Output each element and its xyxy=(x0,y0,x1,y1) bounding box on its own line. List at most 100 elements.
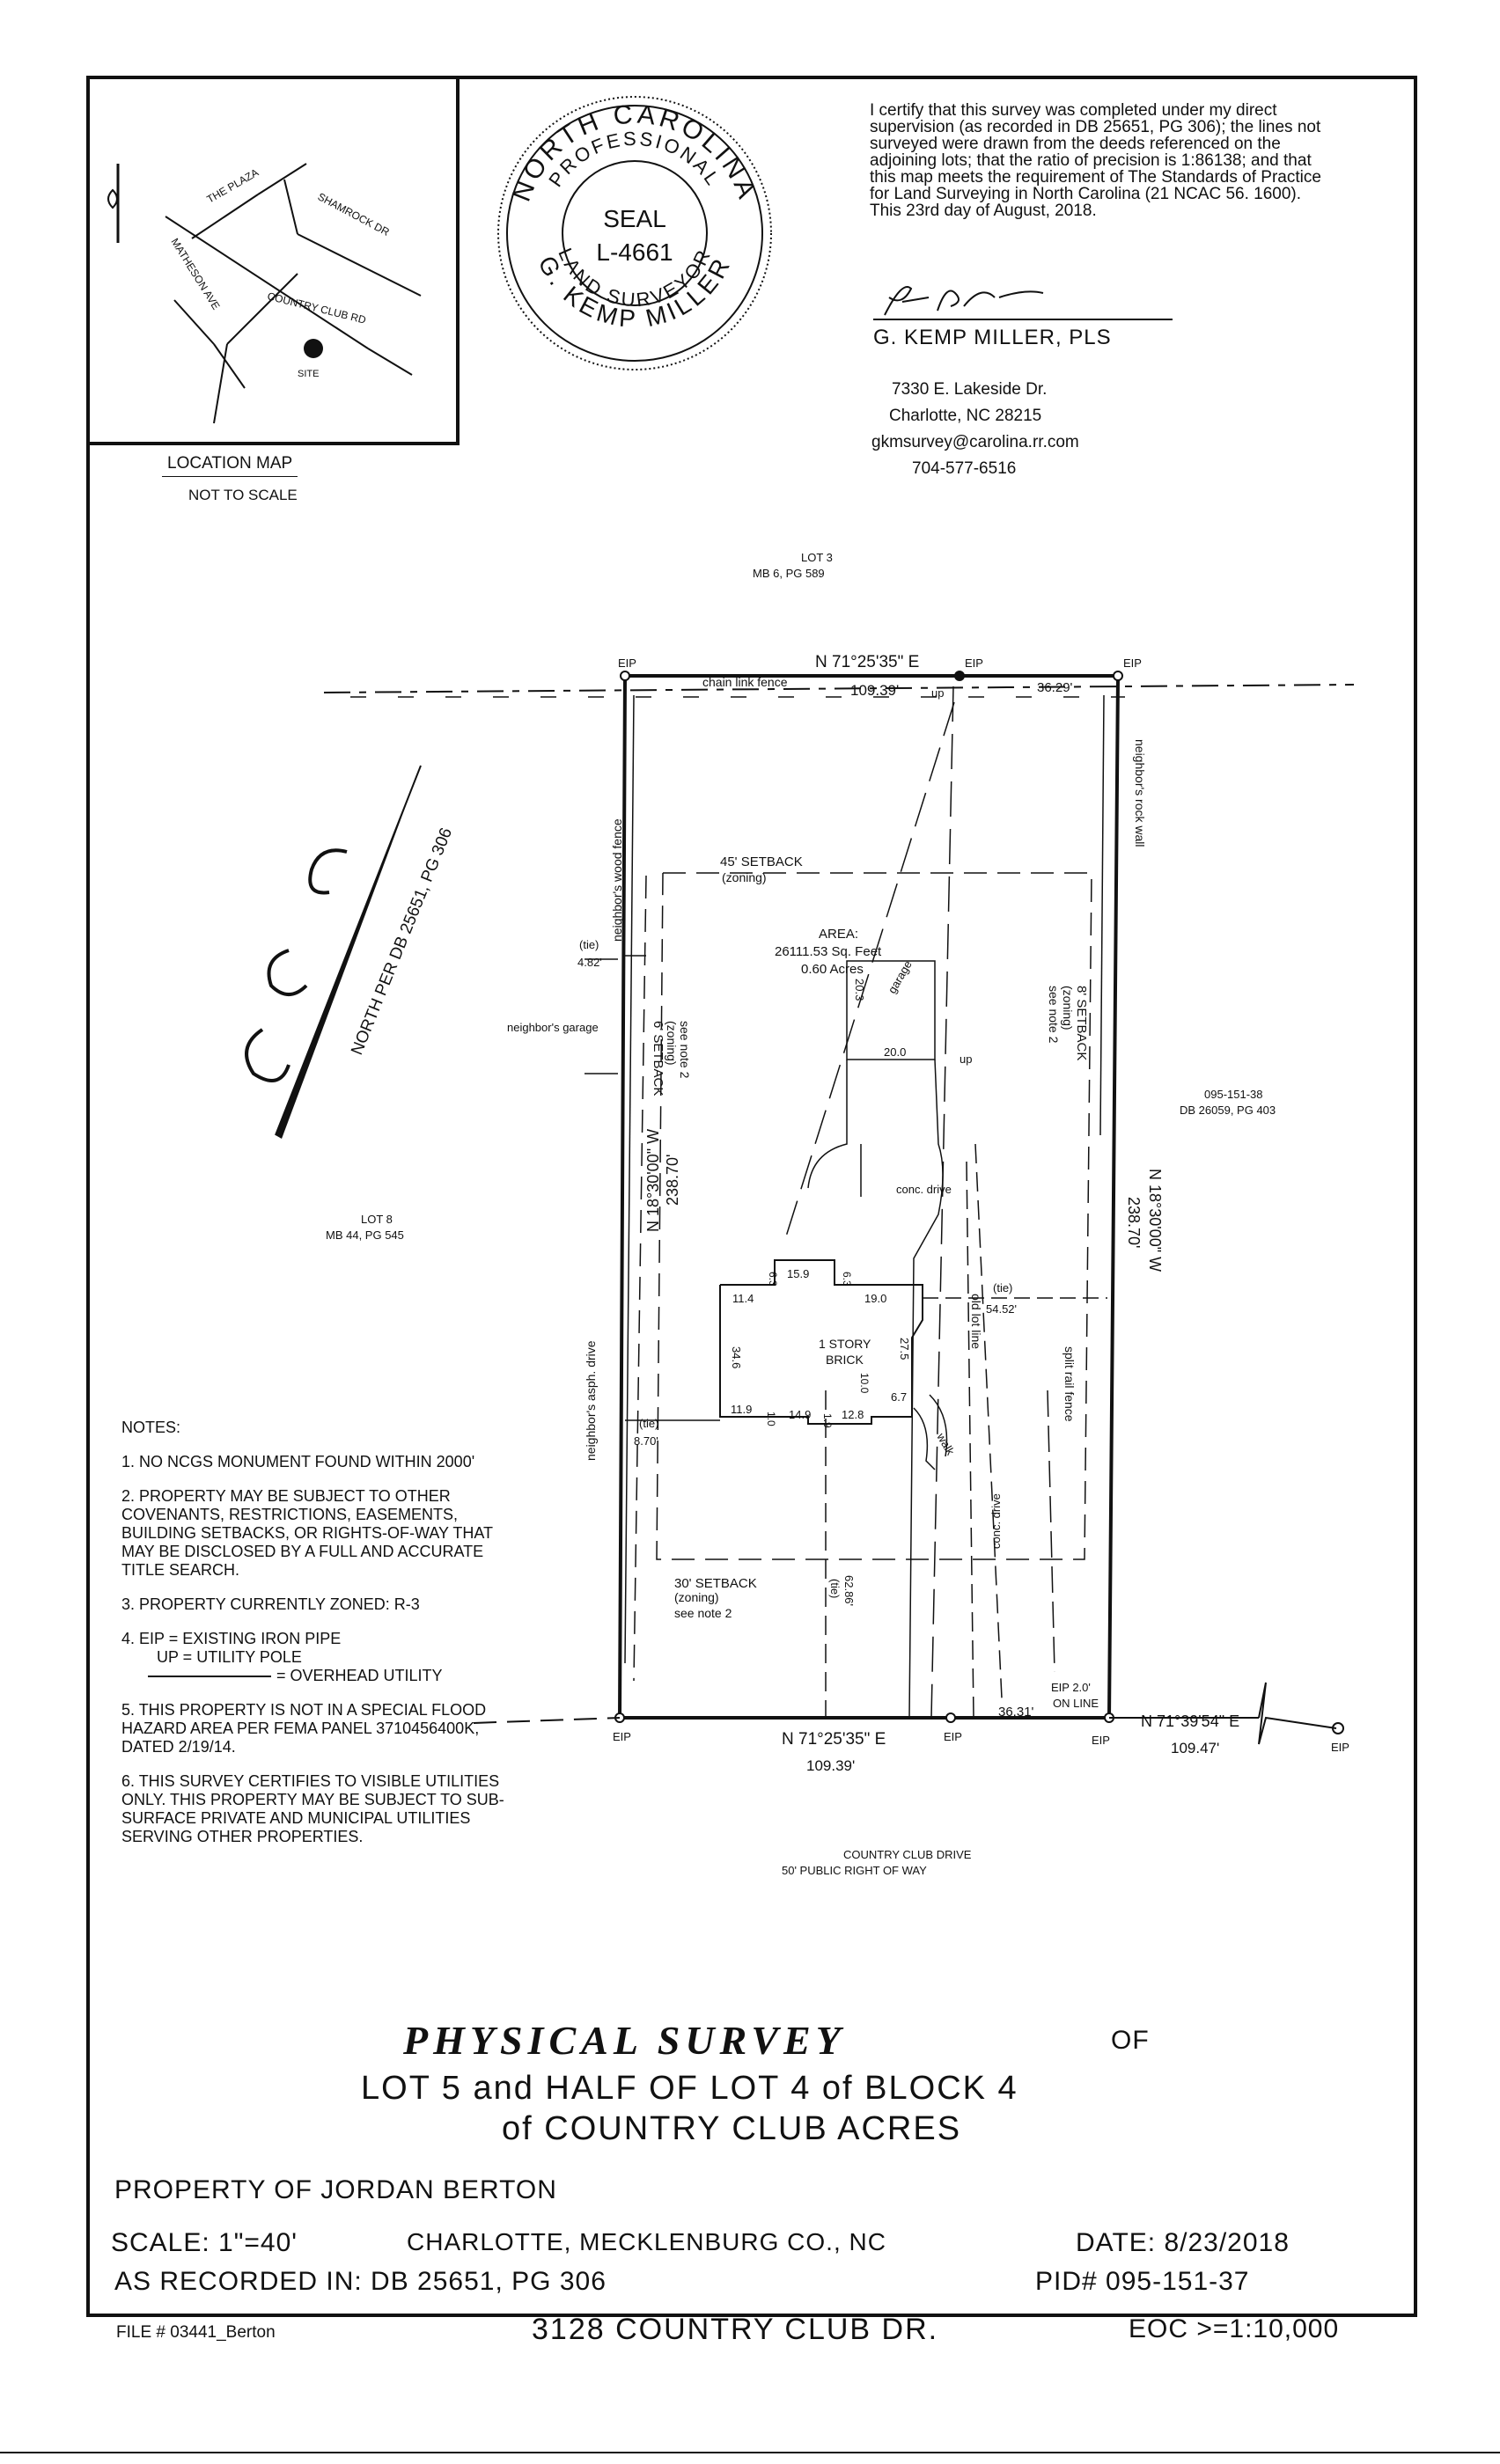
garage-width: 20.0 xyxy=(884,1045,906,1059)
area-sqft: 26111.53 Sq. Feet xyxy=(775,944,882,959)
setback-30-zoning: (zoning) xyxy=(674,1590,719,1604)
location-text: CHARLOTTE, MECKLENBURG CO., NC xyxy=(407,2228,886,2255)
survey-title-of: OF xyxy=(1111,2026,1150,2055)
old-lot-line-label: old lot line xyxy=(969,1294,983,1349)
eip-ne: EIP xyxy=(1123,656,1142,670)
note-1: 1. NO NCGS MONUMENT FOUND WITHIN 2000' xyxy=(121,1453,475,1470)
adjacent-parcel-ref: DB 26059, PG 403 xyxy=(1180,1104,1276,1117)
setback-45-zoning: (zoning) xyxy=(722,870,767,884)
note-4-ou: = OVERHEAD UTILITY xyxy=(121,1667,509,1685)
note-4-eip: 4. EIP = EXISTING IRON PIPE xyxy=(121,1630,342,1647)
signature xyxy=(884,286,1044,316)
location-map-box xyxy=(86,76,460,445)
surveyor-address2: Charlotte, NC 28215 xyxy=(889,407,1042,425)
property-of: PROPERTY OF JORDAN BERTON xyxy=(114,2175,557,2204)
survey-date: DATE: 8/23/2018 xyxy=(1076,2228,1290,2257)
recorded-in: AS RECORDED IN: DB 25651, PG 306 xyxy=(114,2267,607,2296)
tie-west-value: 4.82' xyxy=(577,956,602,969)
ou-line-symbol xyxy=(148,1676,271,1678)
tie-south-label: (tie) xyxy=(828,1579,842,1598)
road-label-plaza: THE PLAZA xyxy=(205,166,261,206)
chain-fence-label: chain link fence xyxy=(702,675,788,689)
note-4-up: UP = UTILITY POLE xyxy=(157,1648,302,1666)
certification-date: This 23rd day of August, 2018. xyxy=(870,202,1097,220)
plat-drawing: LOT 3 MB 6, PG 589 LOT 8 MB 44, PG 545 0… xyxy=(245,551,1355,1877)
south-ext-short: 36.31' xyxy=(998,1705,1034,1720)
west-bearing: N 18°30'00" W xyxy=(644,1129,662,1232)
seal-word: SEAL xyxy=(603,205,666,232)
garage-outline xyxy=(846,960,936,1060)
lot3-ref: MB 6, PG 589 xyxy=(753,567,825,580)
seal-license: L-4661 xyxy=(596,238,673,266)
dim-10-0: 10.0 xyxy=(858,1373,871,1394)
north-distance: 109.39' xyxy=(850,682,899,699)
site-address: 3128 COUNTRY CLUB DR. xyxy=(532,2313,939,2346)
tie-house-value: 8.70' xyxy=(634,1434,658,1448)
lot8-label: LOT 8 xyxy=(361,1213,393,1226)
eoc: EOC >=1:10,000 xyxy=(1129,2314,1340,2343)
rail-fence-label: split rail fence xyxy=(1062,1346,1077,1422)
road-label-shamrock: SHAMROCK DR xyxy=(316,190,392,238)
dim-6-7: 6.7 xyxy=(891,1390,907,1404)
surveyor-address1: 7330 E. Lakeside Dr. xyxy=(892,380,1048,399)
setback-6-note: see note 2 xyxy=(678,1021,692,1079)
certification-text: I certify that this survey was completed… xyxy=(870,102,1336,219)
seal-state: NORTH CAROLINA xyxy=(507,99,759,205)
setback-45: 45' SETBACK xyxy=(720,854,803,869)
setback-30: 30' SETBACK xyxy=(674,1576,757,1591)
neighbor-garage-label: neighbor's garage xyxy=(507,1021,599,1034)
adjacent-parcel-id: 095-151-38 xyxy=(1204,1088,1263,1101)
tie-south-value: 62.86' xyxy=(842,1575,856,1606)
eip-se: EIP xyxy=(1092,1734,1110,1747)
survey-title: PHYSICAL SURVEY xyxy=(403,2018,846,2063)
notes-block: NOTES: 1. NO NCGS MONUMENT FOUND WITHIN … xyxy=(121,1419,509,1862)
setback-8: 8' SETBACK xyxy=(1074,986,1089,1060)
tie-east-label: (tie) xyxy=(993,1281,1012,1294)
dim-11-9: 11.9 xyxy=(731,1403,752,1416)
north-bearing: N 71°25'35" E xyxy=(815,653,919,671)
garage-depth: 20.3 xyxy=(853,979,866,1001)
dim-11-4: 11.4 xyxy=(732,1292,754,1305)
page-border xyxy=(86,76,1417,2317)
lot3-label: LOT 3 xyxy=(801,551,833,564)
title-line-2: of COUNTRY CLUB ACRES xyxy=(502,2110,962,2147)
dim-27-5: 27.5 xyxy=(898,1338,911,1360)
south-ext-bearing: N 71°39'54" E xyxy=(1141,1712,1239,1730)
dim-6-3b: 6.3 xyxy=(841,1272,853,1287)
up-north: up xyxy=(931,686,944,700)
east-distance: 238.70' xyxy=(1125,1197,1143,1249)
house-outline xyxy=(719,1259,923,1425)
eip-sw: EIP xyxy=(613,1730,631,1743)
setback-8-zoning: (zoning) xyxy=(1061,986,1075,1030)
surveyor-phone: 704-577-6516 xyxy=(912,459,1017,478)
asph-drive-label: neighbor's asph. drive xyxy=(584,1340,598,1461)
eip-2-label: EIP 2.0' xyxy=(1051,1681,1091,1694)
rock-wall-label: neighbor's rock wall xyxy=(1133,739,1147,847)
surveyor-seal: NORTH CAROLINA PROFESSIONAL LAND SURVEYO… xyxy=(497,96,772,370)
note-6: 6. THIS SURVEY CERTIFIES TO VISIBLE UTIL… xyxy=(121,1772,504,1845)
dim-15-9: 15.9 xyxy=(787,1267,809,1280)
title-line-1: LOT 5 and HALF OF LOT 4 of BLOCK 4 xyxy=(361,2070,1018,2107)
surveyor-email: gkmsurvey@carolina.rr.com xyxy=(871,433,1079,451)
south-ext-distance: 109.47' xyxy=(1171,1740,1219,1756)
conc-drive-label-1: conc. drive xyxy=(896,1183,952,1196)
note-3: 3. PROPERTY CURRENTLY ZONED: R-3 xyxy=(121,1595,420,1613)
tie-house-label: (tie) xyxy=(639,1417,658,1430)
location-map-subtitle: NOT TO SCALE xyxy=(188,487,298,503)
file-number: FILE # 03441_Berton xyxy=(116,2323,276,2342)
pid: PID# 095-151-37 xyxy=(1035,2267,1250,2296)
south-distance: 109.39' xyxy=(806,1757,855,1774)
scale: SCALE: 1"=40' xyxy=(111,2228,298,2257)
on-line-label: ON LINE xyxy=(1053,1697,1099,1710)
setback-6: 6' SETBACK xyxy=(651,1021,665,1096)
dim-19-0: 19.0 xyxy=(864,1292,886,1305)
dim-1-0: 1.0 xyxy=(765,1412,777,1426)
house-label-2: BRICK xyxy=(826,1353,864,1367)
certification-body: I certify that this survey was completed… xyxy=(870,101,1321,203)
north-distance-2: 36.29' xyxy=(1037,680,1073,695)
setback-8-note: see note 2 xyxy=(1047,986,1061,1044)
west-distance: 238.70' xyxy=(664,1155,681,1206)
road-right-of-way: 50' PUBLIC RIGHT OF WAY xyxy=(782,1864,927,1877)
tie-west-label: (tie) xyxy=(579,938,599,951)
tie-east-value: 54.52' xyxy=(986,1302,1017,1316)
